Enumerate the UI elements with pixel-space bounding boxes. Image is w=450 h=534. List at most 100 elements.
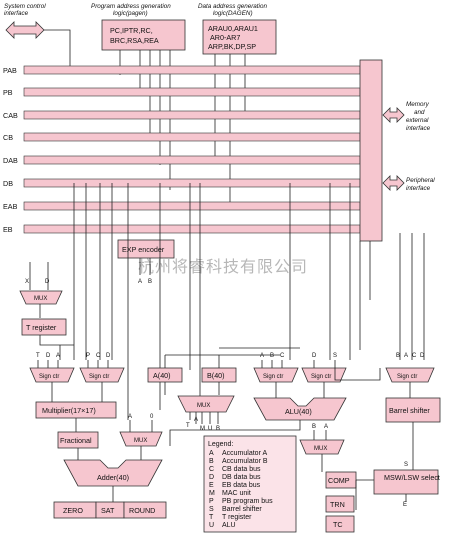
dagen-box — [202, 19, 277, 55]
peripheral-interface-arrow — [382, 175, 405, 191]
exp-in-b: B — [148, 279, 152, 285]
bus-pab — [23, 65, 361, 75]
dagen: Data address generation logic(DAGEN) ARA… — [198, 3, 277, 55]
bus-cb — [23, 132, 361, 142]
pagen-title-1: Program address generation — [91, 3, 171, 10]
alu-sign1-in-a: A — [260, 353, 264, 359]
barrel-mux-in-s: S — [333, 353, 337, 359]
bus-drops — [73, 183, 425, 420]
system-control-label-2: interface — [4, 10, 29, 17]
legend-val-2: CB data bus — [222, 466, 261, 473]
bus-label-db: DB — [3, 179, 13, 188]
tc-label: TC — [333, 520, 343, 529]
exp-encoder-label: EXP encoder — [122, 245, 165, 254]
acc-mux-in-m: M — [200, 426, 205, 432]
barrel-sign-ctr-shape — [385, 367, 435, 383]
memory-label-2: and — [414, 109, 425, 116]
bus-label-pab: PAB — [3, 66, 17, 75]
mul-links — [51, 382, 103, 402]
legend-val-8: T register — [222, 514, 252, 521]
t-register-mux: X D MUX T register — [19, 262, 67, 336]
sign1-in-t: T — [36, 353, 40, 359]
legend-key-5: M — [209, 490, 215, 497]
alu-sign-ctr-2-label: Sign ctr — [311, 374, 331, 380]
comp-mux-in-a: A — [324, 424, 328, 430]
alu-label: ALU(40) — [285, 407, 312, 416]
alu-shape — [253, 397, 347, 421]
legend-val-5: MAC unit — [222, 490, 251, 497]
sign-ctr-mul-2-shape — [79, 367, 125, 383]
legend-key-7: S — [209, 506, 214, 513]
acc-mux-in-t: T — [186, 423, 190, 429]
barrel-sign-in-d: D — [420, 353, 425, 359]
pagen-title-2: logic(pagen) — [113, 10, 148, 17]
peripheral-label-1: Peripheral — [406, 177, 435, 184]
msw-out-e: E — [403, 502, 407, 508]
peripheral-label-2: interface — [406, 185, 431, 192]
bus-label-eab: EAB — [3, 202, 18, 211]
bus-label-cb: CB — [3, 133, 13, 142]
dagen-title-2: logic(DAGEN) — [213, 10, 253, 17]
bus-label-cab: CAB — [3, 111, 18, 120]
bus-pb — [23, 87, 361, 97]
legend-key-0: A — [209, 450, 214, 457]
acc-a-label: A(40) — [153, 371, 171, 380]
sign-ctr-mul-1-shape — [29, 367, 75, 383]
system-control-label-1: System control — [4, 3, 46, 10]
fractional-label: Fractional — [60, 436, 92, 445]
comp-mux-in-b: B — [312, 424, 316, 430]
bus-dab — [23, 155, 361, 165]
adder-shape — [63, 459, 163, 487]
barrel-shifter-label: Barrel shifter — [389, 406, 430, 415]
alu-sign1-in-c: C — [280, 353, 285, 359]
mux-t-in-d: D — [45, 279, 50, 285]
memory-label-4: interface — [406, 125, 431, 132]
legend-key-8: T — [209, 514, 214, 521]
alu-sign-ctr-1-label: Sign ctr — [263, 374, 283, 380]
legend-key-9: U — [209, 522, 214, 529]
legend-val-6: PB program bus — [222, 498, 273, 505]
bus-cab — [23, 110, 361, 120]
legend-val-0: Accumulator A — [222, 450, 267, 457]
acc-mux-shape — [177, 395, 235, 413]
alu-sign-ctr-1-shape — [253, 367, 299, 383]
mul-mux-in-a: A — [128, 414, 132, 420]
legend-key-4: E — [209, 482, 214, 489]
legend-key-6: P — [209, 498, 214, 505]
bus-bars: PAB PB CAB CB DAB DB EAB EB — [3, 65, 361, 234]
mul-mux-in-0: 0 — [150, 414, 154, 420]
dagen-regs-3: ARP,BK,DP,SP — [208, 42, 256, 51]
tc-box — [325, 515, 355, 533]
barrel-sign-in-b: B — [396, 353, 400, 359]
dagen-regs-2: AR0-AR7 — [210, 33, 240, 42]
pagen-box — [101, 19, 186, 51]
mul-mux-shape — [119, 431, 163, 447]
sign2-in-p: P — [86, 353, 90, 359]
legend: Legend: A Accumulator A B Accumulator B … — [203, 435, 297, 533]
t-reg-links — [39, 335, 74, 360]
legend-key-1: B — [209, 458, 214, 465]
dagen-title-1: Data address generation — [198, 3, 267, 10]
sign-ctr-mul-1-label: Sign ctr — [39, 374, 59, 380]
comp-label: COMP — [328, 476, 350, 485]
sign-ctr-mul-1: T D A Sign ctr — [29, 353, 75, 383]
sat-label: SAT — [101, 506, 115, 515]
memory-interface-arrow — [382, 107, 405, 123]
legend-val-3: DB data bus — [222, 474, 261, 481]
bus-label-dab: DAB — [3, 156, 18, 165]
t-register-label: T register — [26, 323, 57, 332]
sign2-in-d: D — [106, 353, 111, 359]
pagen-regs-2: BRC,RSA,REA — [110, 36, 159, 45]
t-register-box — [21, 318, 67, 336]
acc-mux-label: MUX — [197, 403, 210, 409]
memory-label-3: external — [406, 117, 429, 124]
acc-b-label: B(40) — [207, 371, 225, 380]
legend-val-4: EB data bus — [222, 482, 261, 489]
msw-lsw-box — [373, 469, 439, 495]
memory-interface-bar — [359, 59, 383, 242]
barrel-sign-ctr-label: Sign ctr — [397, 374, 417, 380]
mux-t-in-x: X — [25, 279, 29, 285]
sign1-in-a: A — [56, 353, 60, 359]
